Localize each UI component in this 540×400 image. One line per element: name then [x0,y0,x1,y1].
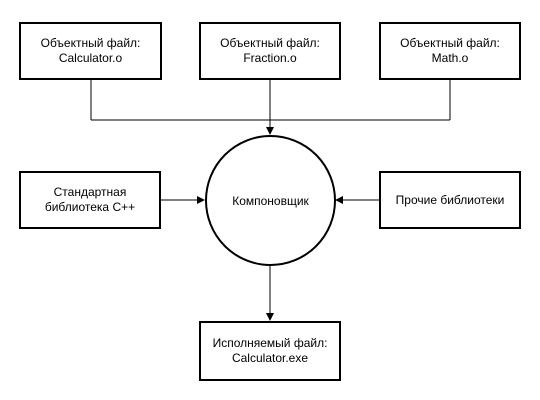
linker-label: Компоновщик [232,193,309,208]
object-file-name: Calculator.o [58,51,123,65]
other-libraries-label: Прочие библиотеки [395,192,505,207]
executable-name: Calculator.exe [231,351,309,365]
object-file-label: Объектный файл: [40,36,141,50]
object-file-fraction-box: Объектный файл: Fraction.o [199,22,341,80]
std-library-label-line2: библиотека C++ [44,200,136,214]
object-file-label: Объектный файл: [220,36,320,50]
object-file-name: Fraction.o [243,51,297,65]
other-libraries-box: Прочие библиотеки [379,171,521,229]
executable-label: Исполняемый файл: [212,336,328,350]
linker-node: Компоновщик [205,135,336,266]
std-library-box: Стандартная библиотека C++ [19,171,161,229]
object-file-name: Math.o [431,51,469,65]
executable-file-box: Исполняемый файл: Calculator.exe [199,321,341,381]
object-file-calculator-box: Объектный файл: Calculator.o [19,22,162,80]
std-library-label-line1: Стандартная [53,185,127,199]
object-file-math-box: Объектный файл: Math.o [379,22,521,80]
object-file-label: Объектный файл: [400,36,500,50]
